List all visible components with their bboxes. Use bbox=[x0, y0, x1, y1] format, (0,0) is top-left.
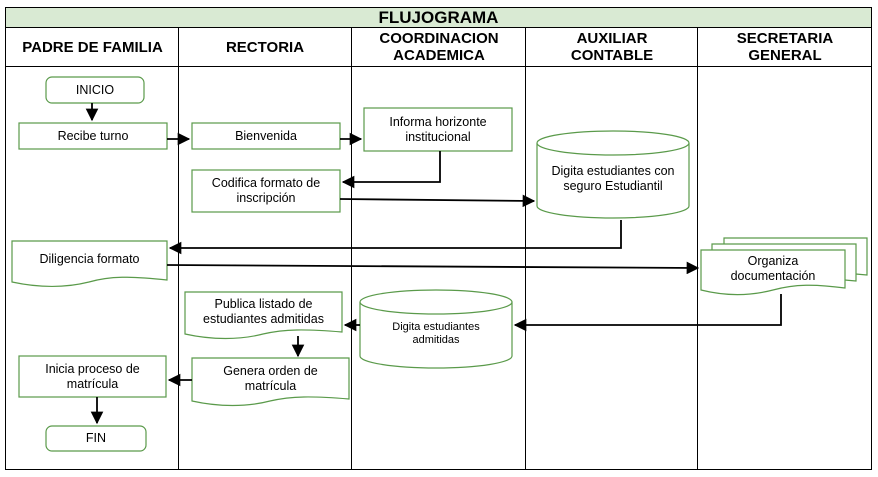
inicia-matricula-label: Inicia proceso de matrícula bbox=[45, 361, 140, 391]
lane-divider bbox=[697, 28, 698, 470]
lane-divider bbox=[525, 28, 526, 470]
diligencia-formato-document bbox=[11, 240, 168, 288]
informa-horizonte-label: Informa horizonte institucional bbox=[389, 114, 487, 144]
arrow-digita-diligencia bbox=[168, 220, 622, 255]
diligencia-formato-label: Diligencia formato bbox=[39, 251, 140, 266]
codifica-formato-box bbox=[191, 169, 341, 213]
arrow-diligencia-organiza bbox=[166, 261, 700, 275]
lane-header-padre: PADRE DE FAMILIA bbox=[5, 28, 179, 66]
digita-seguro-cylinder-top bbox=[536, 130, 690, 156]
inicio-label: INICIO bbox=[75, 82, 115, 97]
bienvenida-box bbox=[191, 122, 341, 150]
digita-seguro-label: Digita estudiantes con seguro Estudianti… bbox=[551, 164, 675, 193]
informa-horizonte-box bbox=[363, 107, 513, 152]
digita-admitidas-cylinder bbox=[359, 302, 513, 369]
fin-terminator bbox=[45, 425, 147, 452]
digita-admitidas-cylinder-top bbox=[359, 289, 513, 315]
inicia-matricula-box bbox=[18, 355, 167, 398]
lane-header-secretaria: SECRETARIA GENERAL bbox=[697, 28, 872, 66]
publica-listado-label: Publica listado de estudiantes admitidas bbox=[203, 297, 324, 326]
lane-header-auxiliar: AUXILIAR CONTABLE bbox=[525, 28, 698, 66]
arrow-informa-codifica bbox=[341, 151, 441, 189]
genera-orden-document bbox=[191, 357, 350, 407]
organiza-documentacion-label: Organiza documentación bbox=[730, 254, 816, 283]
fin-label: FIN bbox=[85, 431, 107, 445]
digita-admitidas-label: Digita estudiantes admitidas bbox=[392, 321, 480, 346]
inicio-terminator bbox=[45, 76, 145, 104]
lane-header-coordinacion: COORDINACION ACADEMICA bbox=[351, 28, 526, 66]
publica-listado-document bbox=[184, 291, 343, 340]
header-divider bbox=[5, 66, 872, 67]
codifica-formato-label: Codifica formato de inscripción bbox=[211, 176, 321, 205]
arrow-organiza-digita-admitidas bbox=[513, 294, 782, 332]
bienvenida-label: Bienvenida bbox=[235, 128, 297, 143]
recibe-turno-label: Recibe turno bbox=[57, 128, 129, 143]
organiza-multidoc-front bbox=[700, 249, 846, 296]
lane-divider bbox=[351, 28, 352, 470]
genera-orden-label: Genera orden de matrícula bbox=[223, 363, 318, 393]
digita-seguro-cylinder bbox=[536, 143, 690, 219]
arrow-codifica-digita bbox=[339, 194, 536, 208]
recibe-turno-box bbox=[18, 122, 168, 150]
